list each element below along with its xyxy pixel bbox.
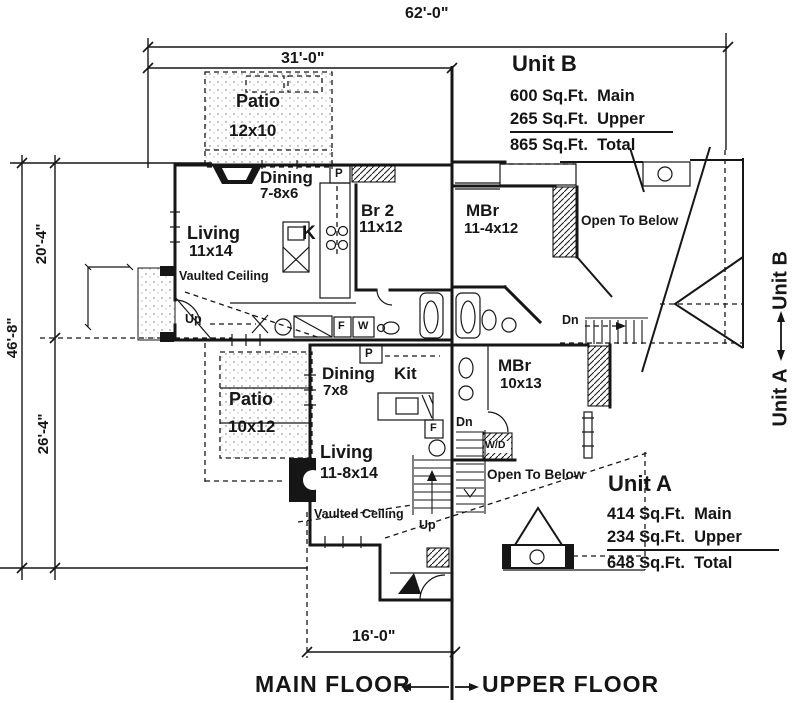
dashed-lines — [40, 71, 743, 658]
mark-w-b: W — [358, 320, 369, 332]
unit-b-stats: 600 Sq.Ft. Main 265 Sq.Ft. Upper 865 Sq.… — [510, 87, 673, 155]
mark-dn-b: Dn — [562, 313, 579, 327]
unit-a-main-sqft: 414 Sq.Ft. Main — [607, 505, 732, 523]
dim-unit-a-width: 16'-0" — [352, 628, 396, 645]
mark-f-b: F — [338, 320, 345, 332]
room-living-a-note: Vaulted Ceiling — [314, 507, 404, 521]
closet-hatching — [351, 165, 611, 568]
dim-overall-width: 62'-0" — [405, 5, 449, 22]
room-living-b-size: 11x14 — [189, 243, 233, 260]
dim-unit-b-width: 31'-0" — [281, 50, 325, 67]
upper-floor-title: UPPER FLOOR — [482, 671, 660, 697]
room-kitchen-b: K — [302, 223, 316, 244]
mark-p-b: P — [335, 168, 343, 180]
fixtures-and-thin-walls — [84, 160, 691, 601]
arrows — [401, 311, 785, 691]
mark-p-a: P — [365, 348, 373, 360]
room-dining-b: Dining — [260, 168, 313, 187]
room-patio-b-size: 12x10 — [229, 121, 277, 140]
room-mbr-a-size: 10x13 — [500, 375, 542, 392]
dim-unit-a-depth: 26'-4" — [35, 413, 53, 455]
side-label-unit-b: Unit B — [769, 251, 792, 310]
room-br2: Br 2 — [361, 201, 395, 220]
room-patio-b: Patio — [236, 91, 281, 111]
room-living-b-note: Vaulted Ceiling — [179, 269, 269, 283]
room-mbr-a: MBr — [498, 356, 532, 375]
unit-b-main-sqft: 600 Sq.Ft. Main — [510, 87, 635, 105]
unit-b-total-sqft: 865 Sq.Ft. Total — [510, 136, 636, 154]
mark-up-a: Up — [419, 518, 436, 532]
unit-a-stats: 414 Sq.Ft. Main 234 Sq.Ft. Upper 648 Sq.… — [607, 505, 779, 573]
unit-b-upper-sqft: 265 Sq.Ft. Upper — [510, 110, 673, 133]
dimension-lines — [0, 33, 734, 658]
dim-overall-depth: 46'-8" — [4, 317, 22, 359]
room-living-a-size: 11-8x14 — [320, 465, 378, 482]
room-br2-size: 11x12 — [359, 219, 403, 236]
unit-b-heading: Unit B — [512, 51, 577, 76]
unit-a-heading: Unit A — [608, 471, 672, 496]
room-mbr-b-size: 11-4x12 — [464, 220, 519, 237]
mark-dn-a: Dn — [456, 415, 473, 429]
mark-wd-a: W/D — [485, 439, 506, 451]
room-dining-b-size: 7-8x6 — [260, 185, 299, 202]
mark-f-a: F — [430, 422, 437, 434]
room-open-below-b: Open To Below — [581, 213, 679, 228]
room-dining-a: Dining — [322, 364, 375, 383]
room-kitchen-a: Kit — [394, 364, 417, 383]
patio-surfaces — [137, 72, 332, 458]
room-living-b: Living — [187, 223, 240, 243]
unit-a-upper-sqft: 234 Sq.Ft. Upper — [607, 528, 779, 551]
room-patio-a: Patio — [229, 389, 274, 409]
room-living-a: Living — [320, 442, 373, 462]
room-patio-a-size: 10x12 — [228, 417, 276, 436]
room-mbr-b: MBr — [466, 201, 500, 220]
room-open-below-a: Open To Below — [487, 467, 585, 482]
side-label-unit-a: Unit A — [769, 368, 792, 427]
room-dining-a-size: 7x8 — [323, 382, 349, 399]
stairs — [412, 317, 648, 515]
unit-a-total-sqft: 648 Sq.Ft. Total — [607, 554, 733, 572]
dim-unit-b-depth: 20'-4" — [33, 223, 51, 265]
solid-feature-cutouts — [222, 168, 323, 490]
main-floor-title: MAIN FLOOR — [255, 671, 411, 697]
mark-up-b: Up — [185, 312, 202, 326]
